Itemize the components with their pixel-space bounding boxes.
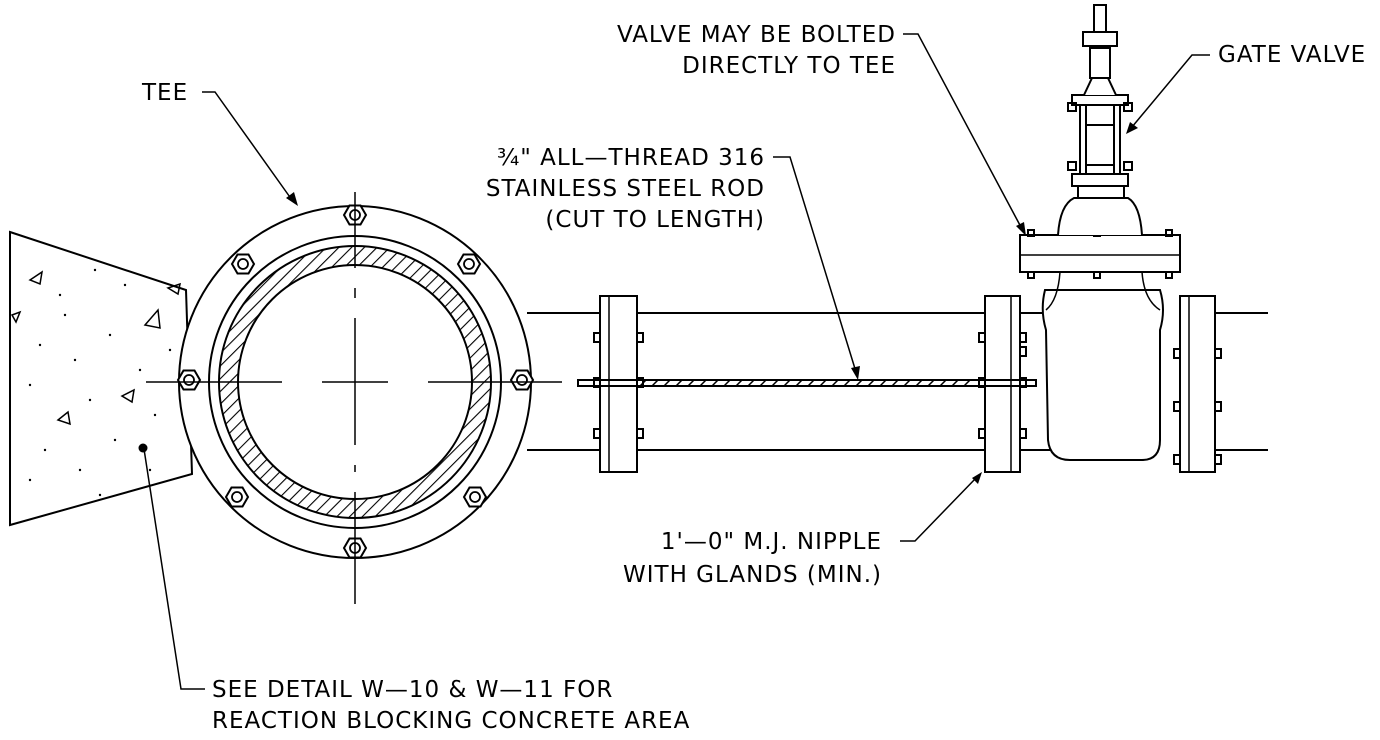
valve-bolted-label-line2: DIRECTLY TO TEE xyxy=(682,53,896,79)
gland-flanges xyxy=(599,295,1216,473)
hex-nut-icon xyxy=(225,486,249,508)
gate-valve xyxy=(1019,4,1181,461)
nipple-label-line2: WITH GLANDS (MIN.) xyxy=(623,562,882,588)
valve-bolted-label-line1: VALVE MAY BE BOLTED xyxy=(617,22,896,48)
leaders xyxy=(138,33,1210,690)
rod-label-line1: ¾" ALL—THREAD 316 xyxy=(497,145,765,171)
detail-label-line1: SEE DETAIL W—10 & W—11 FOR xyxy=(212,677,613,703)
nipple-label-line1: 1'—0" M.J. NIPPLE xyxy=(661,529,882,555)
hex-nut-icon xyxy=(463,486,487,508)
threaded-rod xyxy=(577,379,1037,387)
rod-label-line2: STAINLESS STEEL ROD xyxy=(486,176,765,202)
tee-label: TEE xyxy=(141,80,188,106)
aggregate-triangle-icon xyxy=(10,270,181,426)
gate-valve-label: GATE VALVE xyxy=(1218,42,1366,68)
hex-nut-icon xyxy=(510,369,534,391)
hex-nut-icon xyxy=(231,253,255,275)
hex-nut-icon xyxy=(177,369,201,391)
concrete-reaction-block xyxy=(9,230,194,527)
detail-label-line2: REACTION BLOCKING CONCRETE AREA xyxy=(212,708,690,734)
center-lines xyxy=(146,192,562,604)
hex-nut-icon xyxy=(457,253,481,275)
rod-label-line3: (CUT TO LENGTH) xyxy=(545,207,765,233)
concrete-stipple xyxy=(28,268,172,497)
